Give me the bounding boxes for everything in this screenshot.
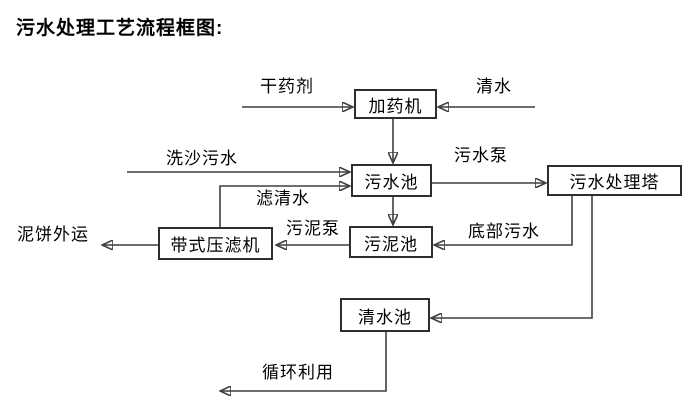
node-sludge-pool-label: 污泥池 [364,234,418,254]
node-doser: 加药机 [354,89,437,119]
label-filtered-water: 滤清水 [256,189,310,208]
label-recycle-use: 循环利用 [262,363,334,382]
node-clean-water-pool-label: 清水池 [358,307,412,327]
node-treatment-tower-label: 污水处理塔 [569,173,660,192]
label-sludge-pump: 污泥泵 [286,219,340,238]
node-belt-filter-press-label: 带式压滤机 [170,236,261,255]
page-title: 污水处理工艺流程框图: [16,18,224,39]
node-clean-water-pool: 清水池 [340,298,430,332]
label-dry-chemical: 干药剂 [260,77,314,96]
node-sewage-pool-label: 污水池 [364,173,419,192]
node-treatment-tower: 污水处理塔 [547,165,682,196]
label-sand-washing-sewage: 洗沙污水 [166,149,238,168]
node-sewage-pool: 污水池 [351,164,432,197]
label-sewage-pump: 污水泵 [454,146,508,165]
node-belt-filter-press: 带式压滤机 [158,227,273,260]
label-mud-cake-out: 泥饼外运 [17,225,89,244]
label-clean-water-in: 清水 [476,77,512,96]
arrow-tower-to-clean-water-pool [433,196,593,318]
node-doser-label: 加药机 [368,96,423,116]
node-sludge-pool: 污泥池 [349,226,433,258]
label-bottom-sewage: 底部污水 [468,222,540,241]
